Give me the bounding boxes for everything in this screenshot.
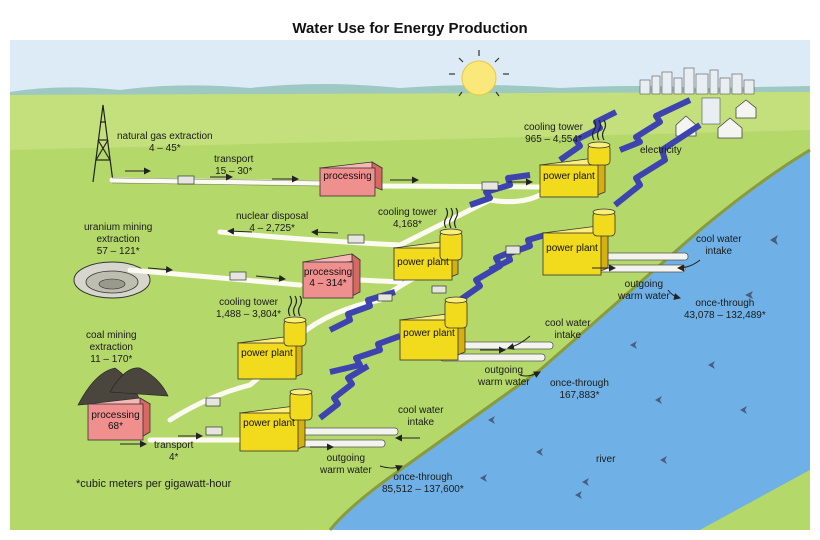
- once-through-value-3: 85,512 – 137,600*: [382, 484, 464, 495]
- land-far: [10, 92, 810, 150]
- transport-coal-name: transport: [154, 440, 194, 451]
- power-plant: [398, 296, 468, 361]
- coal-value: 11 – 170*: [90, 354, 133, 365]
- cooling-tower-nuclear-name: cooling tower: [378, 207, 437, 218]
- power-plant: [541, 208, 616, 276]
- electricity-label: electricity: [640, 145, 682, 156]
- once-through-value-1: 43,078 – 132,489*: [684, 310, 766, 321]
- processing-uranium-label: processing 4 – 314*: [303, 267, 353, 289]
- power-plant-label-1: power plant: [543, 171, 595, 182]
- nuclear-disposal-value: 4 – 2,725*: [249, 223, 295, 234]
- once-through-value-2: 167,883*: [559, 390, 600, 401]
- cool-water-intake-line1-a: cool water: [696, 234, 742, 245]
- river-bank: [328, 148, 811, 531]
- processing-uranium-value: 4 – 314*: [309, 278, 347, 289]
- natural-gas-label: natural gas extraction 4 – 45*: [117, 131, 213, 155]
- power-plant-label-5: power plant: [241, 348, 293, 359]
- outgoing-warm-water-line1-b: outgoing: [484, 365, 524, 376]
- once-through-name-1: once-through: [695, 298, 755, 309]
- diagram-title: Water Use for Energy Production: [292, 20, 528, 37]
- outgoing-warm-water-label-3: outgoing warm water: [320, 453, 372, 477]
- gas-derrick-icon: [92, 104, 114, 183]
- outgoing-warm-water-label-2: outgoing warm water: [478, 365, 530, 389]
- mine-pit-icon: [73, 261, 151, 299]
- processing-coal-name: processing: [91, 410, 140, 421]
- coal-label: coal mining extraction 11 – 170*: [86, 330, 137, 366]
- far-bank: [700, 470, 810, 530]
- power-plant-label-6: power plant: [243, 418, 295, 429]
- roads-outline: [111, 177, 321, 187]
- cool-water-intake-line1-b: cool water: [545, 318, 591, 329]
- fish-icon: [480, 235, 778, 499]
- footnote: *cubic meters per gigawatt-hour: [76, 478, 232, 490]
- power-plant: [236, 316, 307, 380]
- outgoing-warm-water-line2-b: warm water: [478, 377, 530, 388]
- transport-coal-value: 4*: [169, 452, 179, 463]
- once-through-name-3: once-through: [393, 472, 453, 483]
- outgoing-warm-water-line2-a: warm water: [618, 291, 670, 302]
- cooling-tower-top-label: cooling tower 965 – 4,554*: [524, 122, 583, 146]
- nuclear-disposal-name: nuclear disposal: [236, 211, 309, 222]
- transport-coal-label: transport 4*: [154, 440, 193, 464]
- truck-icon: [177, 175, 521, 436]
- outgoing-warm-water-label-1: outgoing warm water: [618, 279, 670, 303]
- once-through-label-1: once-through 43,078 – 132,489*: [684, 298, 766, 322]
- processing-coal-label: processing 68*: [88, 410, 143, 432]
- steam-icon: [287, 119, 607, 317]
- power-plant-label-3: power plant: [546, 243, 598, 254]
- uranium-value: 57 – 121*: [96, 246, 140, 257]
- outgoing-warm-water-line1-a: outgoing: [624, 279, 664, 290]
- natural-gas-name: natural gas extraction: [117, 131, 213, 142]
- uranium-name-1: uranium mining: [84, 222, 153, 233]
- cool-water-intake-line1-c: cool water: [398, 405, 444, 416]
- cooling-tower-coal-label: cooling tower 1,488 – 3,804*: [216, 297, 281, 321]
- city-skyline-icon: [639, 67, 755, 125]
- sun-icon: [449, 50, 509, 97]
- power-plant: [238, 388, 313, 452]
- coal-pile-icon: [77, 367, 169, 406]
- processing-building: [318, 161, 384, 197]
- natural-gas-value: 4 – 45*: [148, 143, 181, 154]
- outgoing-warm-water-line1-c: outgoing: [326, 453, 366, 464]
- processing-building: [86, 397, 152, 441]
- cool-water-intake-label-2: cool water intake: [545, 318, 591, 342]
- power-plant-label-2: power plant: [397, 257, 449, 268]
- cooling-tower-top-value: 965 – 4,554*: [525, 134, 582, 145]
- uranium-name-2: extraction: [96, 234, 140, 245]
- cooling-tower-nuclear-label: cooling tower 4,168*: [378, 207, 437, 231]
- power-plant: [538, 141, 611, 198]
- transport-gas-name: transport: [214, 154, 254, 165]
- cool-water-intake-line2-b: intake: [554, 330, 582, 341]
- once-through-label-2: once-through 167,883*: [550, 378, 609, 402]
- power-plant-label-4: power plant: [403, 328, 455, 339]
- transport-gas-value: 15 – 30*: [215, 166, 253, 177]
- river-label: river: [596, 454, 616, 465]
- cool-water-intake-line2-a: intake: [705, 246, 733, 257]
- processing-coal-value: 68*: [107, 421, 123, 432]
- once-through-label-3: once-through 85,512 – 137,600*: [382, 472, 464, 496]
- coal-name-2: extraction: [89, 342, 133, 353]
- cooling-tower-nuclear-value: 4,168*: [393, 219, 422, 230]
- processing-gas-label: processing: [323, 171, 372, 182]
- power-plant: [392, 228, 463, 281]
- cool-water-intake-label-1: cool water intake: [696, 234, 742, 258]
- cool-water-intake-label-3: cool water intake: [398, 405, 444, 429]
- uranium-label: uranium mining extraction 57 – 121*: [84, 222, 152, 258]
- outgoing-warm-water-line2-c: warm water: [320, 465, 372, 476]
- transport-gas-label: transport 15 – 30*: [214, 154, 253, 178]
- once-through-name-2: once-through: [550, 378, 609, 389]
- processing-uranium-name: processing: [303, 267, 353, 278]
- processing-building: [302, 253, 361, 299]
- nuclear-disposal-label: nuclear disposal 4 – 2,725*: [236, 211, 308, 235]
- flow-arrows: [120, 167, 701, 472]
- coal-name-1: coal mining: [86, 330, 137, 341]
- cooling-tower-coal-name: cooling tower: [219, 297, 278, 308]
- cool-water-intake-line2-c: intake: [407, 417, 435, 428]
- cooling-tower-top-name: cooling tower: [524, 122, 583, 133]
- cooling-tower-coal-value: 1,488 – 3,804*: [216, 309, 282, 320]
